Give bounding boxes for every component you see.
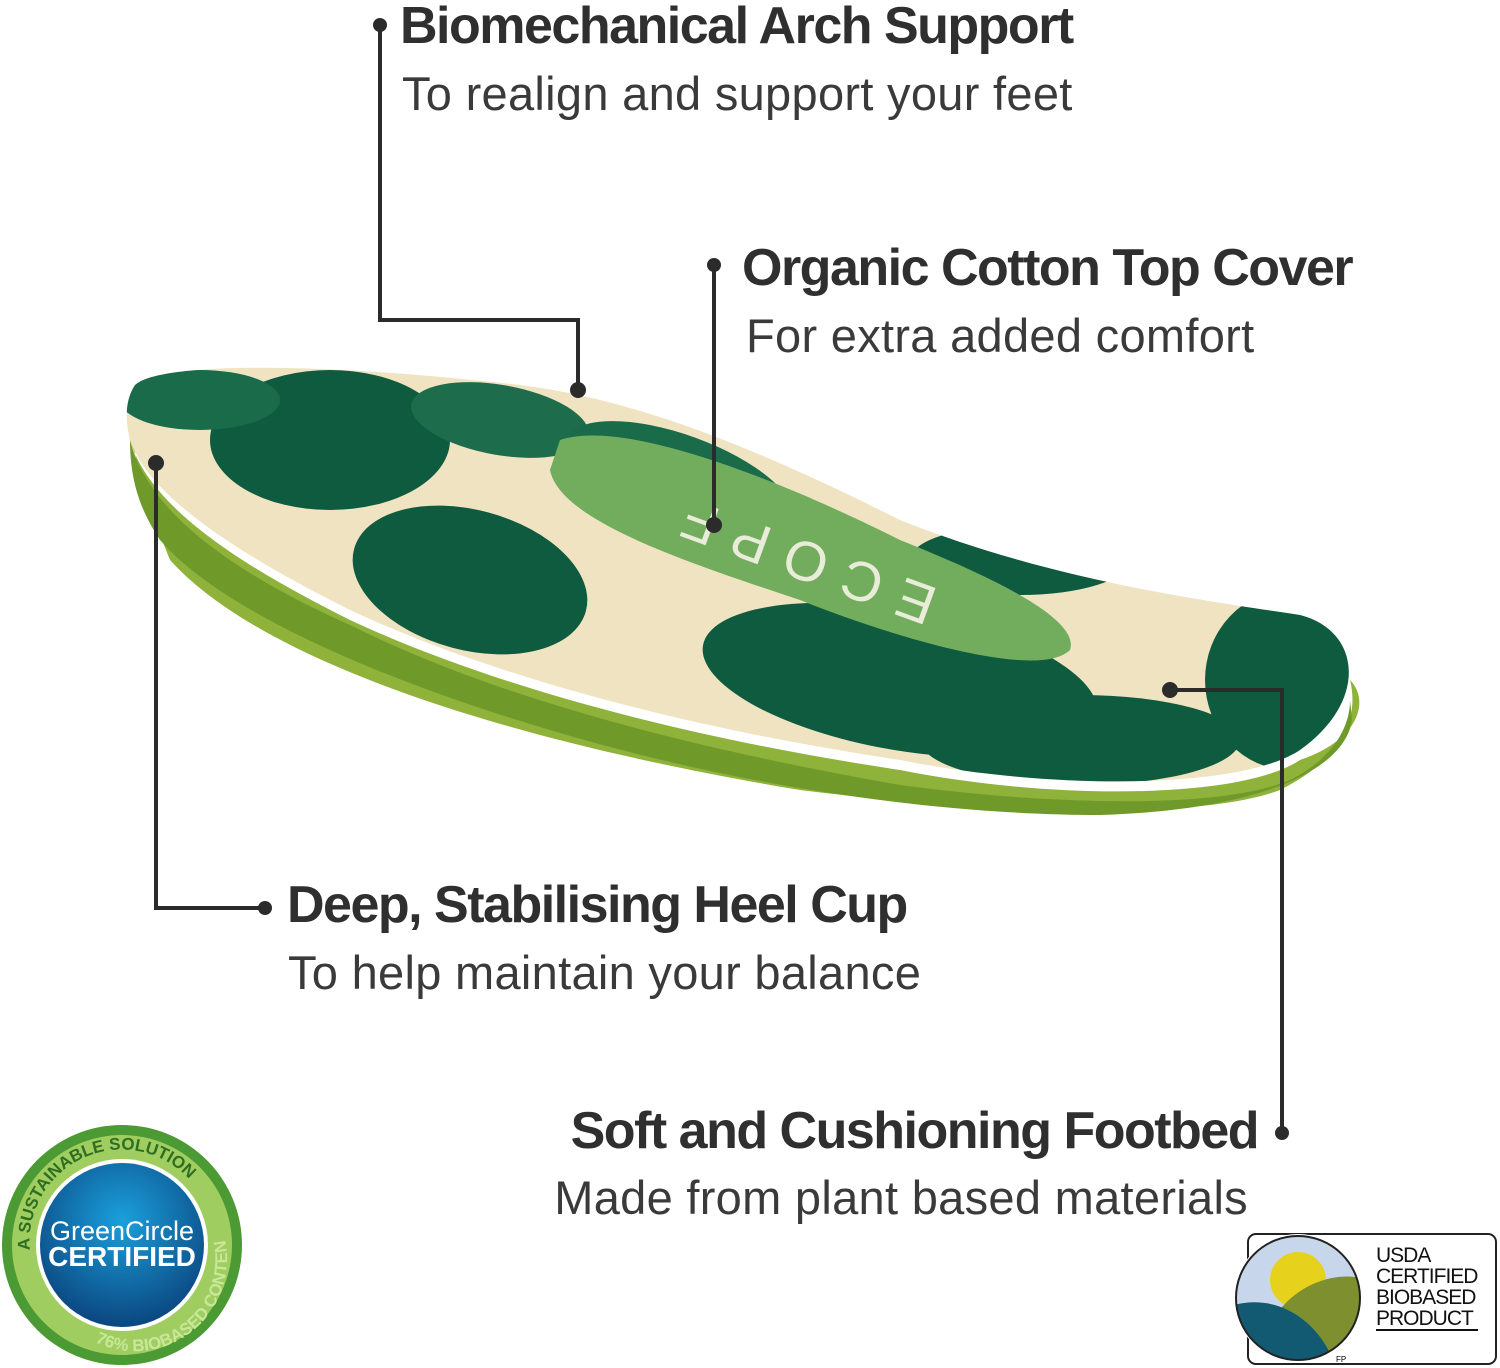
usda-mark: FP: [1336, 1355, 1346, 1364]
footbed-callout-line: [1170, 688, 1284, 1133]
badge-line2: CERTIFIED: [48, 1241, 196, 1272]
heel-cup-title: Deep, Stabilising Heel Cup: [287, 876, 908, 934]
usda-line2: CERTIFIED: [1376, 1265, 1478, 1288]
arch-support-subtitle: To realign and support your feet: [402, 67, 1073, 120]
arch-callout-line: [378, 25, 580, 390]
usda-biobased-badge: USDA CERTIFIED BIOBASED PRODUCT FP: [1234, 1233, 1497, 1365]
top-cover-subtitle: For extra added comfort: [746, 309, 1255, 362]
heel-callout-line: [154, 463, 265, 910]
footbed-subtitle: Made from plant based materials: [554, 1171, 1248, 1224]
usda-line4: PRODUCT: [1376, 1307, 1474, 1330]
heel-cup-subtitle: To help maintain your balance: [288, 946, 922, 999]
top-cover-title: Organic Cotton Top Cover: [742, 239, 1354, 297]
arch-support-title: Biomechanical Arch Support: [400, 0, 1074, 55]
badge-line1: GreenCircle: [50, 1216, 194, 1246]
usda-line1: USDA: [1376, 1244, 1431, 1267]
usda-line3: BIOBASED: [1376, 1286, 1476, 1309]
footbed-title: Soft and Cushioning Footbed: [570, 1102, 1260, 1160]
greencircle-certified-badge: A SUSTAINABLE SOLUTION 76% BIOBASED CONT…: [0, 1120, 242, 1365]
